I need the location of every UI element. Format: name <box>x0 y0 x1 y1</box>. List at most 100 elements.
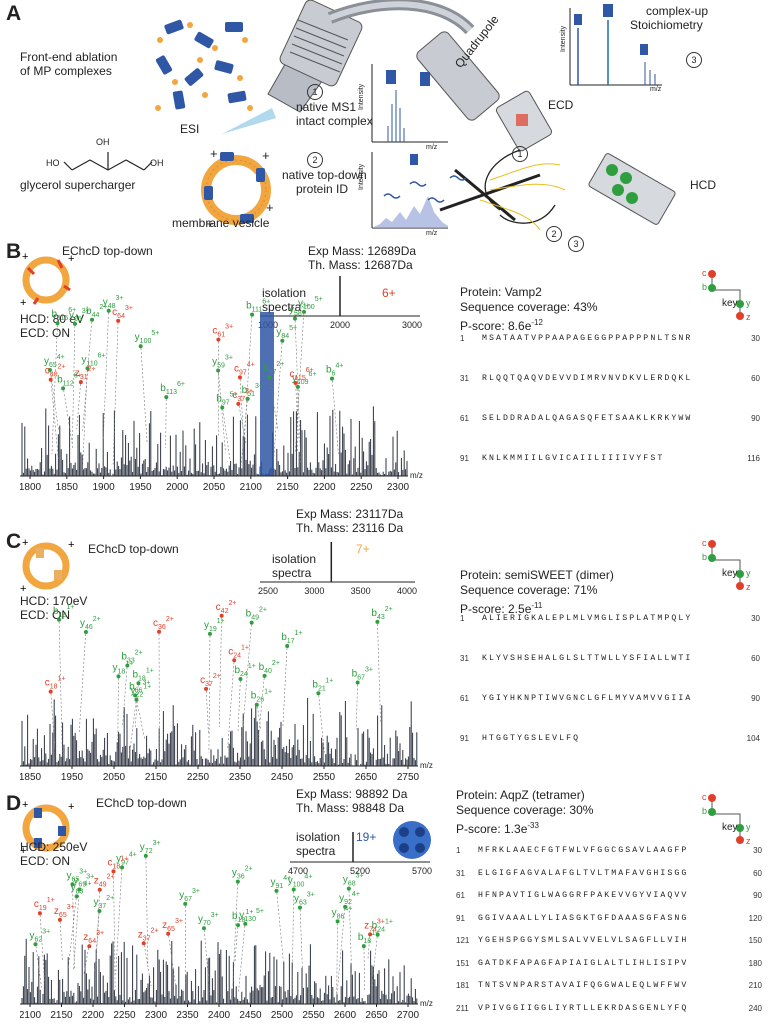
fragment-marker <box>164 395 169 400</box>
key-b-marker <box>708 808 716 816</box>
fragment-leader <box>35 942 42 988</box>
panel-d-charge: 19+ <box>356 830 377 844</box>
fragment-label: y362+ <box>232 866 253 881</box>
panel-c-pscore: P-score: 2.5e-11 <box>460 601 543 616</box>
panel-b-isolation-1: isolation <box>262 286 307 300</box>
fragment-label: c422+ <box>216 600 237 615</box>
fragment-marker <box>33 942 38 947</box>
fragment-marker <box>238 677 243 682</box>
fragment-label: y673+ <box>179 888 200 903</box>
sequence-residues: SELDDRADALQAGASQFETSAAKLKRKYWW <box>482 414 693 423</box>
path-number-1: 1 <box>512 146 528 162</box>
fragment-marker <box>157 629 162 634</box>
sequence-end: 90 <box>753 891 762 900</box>
fragment-label: z643+ <box>83 930 104 945</box>
fragment-marker <box>346 886 351 891</box>
panel-a-illustration: + + + + <box>63 0 676 231</box>
key-letter: c <box>702 268 707 278</box>
fragment-label: c241+ <box>228 644 249 659</box>
panel-c-hcd: HCD: 170eV <box>20 594 88 608</box>
sequence-start: 31 <box>460 654 469 663</box>
panel-d-coverage: Sequence coverage: 30% <box>456 803 594 817</box>
fragment-label: b402+ <box>259 660 280 675</box>
path-number-3: 3 <box>568 236 584 252</box>
panel-d-method: EChcD top-down <box>96 796 187 810</box>
fragment-label: y1005+ <box>298 296 323 311</box>
fragment-leader <box>62 386 73 444</box>
fragment-leader <box>82 317 93 432</box>
panel-c-isolation-1: isolation <box>272 552 317 566</box>
path-number-2: 2 <box>546 226 562 242</box>
topdown-text-1: native top-down <box>282 168 367 182</box>
fragment-label: b673+ <box>352 667 373 682</box>
fragment-leader <box>268 375 279 431</box>
sequence-residues: YGIYHKNPTIWVGNCLGFLMYVAMVVGIIA <box>482 694 693 703</box>
fragment-leader <box>83 944 90 975</box>
oh-label-2: OH <box>150 158 164 168</box>
fragment-marker <box>120 865 125 870</box>
mz-axis-label: m/z <box>410 471 423 480</box>
fragment-marker <box>355 680 360 685</box>
ion-source-icon <box>267 0 363 113</box>
fragment-leader <box>94 909 100 973</box>
fragment-marker <box>285 644 290 649</box>
fragment-label: z312+ <box>75 366 96 381</box>
fragment-leader <box>299 905 303 974</box>
esi-label: ESI <box>180 122 200 136</box>
sequence-residues: ALIERIGKALEPLMLVMGLISPLATMPQLY <box>482 614 693 623</box>
hcd-cell-icon <box>588 153 676 225</box>
x-tick-label: 2600 <box>334 1010 357 1021</box>
svg-text:+: + <box>206 216 214 231</box>
fragment-leader <box>336 919 338 995</box>
key-letter: z <box>746 582 751 592</box>
fragment-marker <box>77 887 82 892</box>
topdown-mz-label: m/z <box>426 230 438 237</box>
iso-tick-label: 2500 <box>258 586 278 596</box>
x-tick-label: 1950 <box>129 482 152 493</box>
fragment-marker <box>134 697 139 702</box>
ecd-cell-icon <box>496 90 552 152</box>
membrane-protein-complexes-icon <box>155 19 253 111</box>
fragment-marker <box>70 882 75 887</box>
x-tick-label: 2050 <box>203 482 226 493</box>
x-tick-label: 1950 <box>61 772 84 783</box>
fragment-marker <box>302 309 307 314</box>
sequence-residues: HFNPAVTIGLWAGGRFPAKEVVGYVIAQVV <box>478 891 689 900</box>
x-tick-label: 2150 <box>145 772 168 783</box>
fragment-marker <box>291 887 296 892</box>
fragment-marker <box>207 631 212 636</box>
panel-b-protein: Protein: Vamp2 <box>460 285 542 299</box>
fragment-marker <box>329 376 334 381</box>
x-tick-label: 2250 <box>113 1010 136 1021</box>
fragment-marker <box>375 619 380 624</box>
panel-c-isolation-2: spectra <box>272 566 312 580</box>
sequence-start: 181 <box>456 981 470 990</box>
fragment-marker <box>361 944 366 949</box>
x-tick-label: 2050 <box>103 772 126 783</box>
esi-spray-icon <box>222 108 276 134</box>
svg-text:+: + <box>68 539 74 551</box>
fragment-marker <box>335 919 340 924</box>
fragment-label: c974+ <box>234 361 255 376</box>
svg-text:+: + <box>266 200 274 215</box>
fragment-marker <box>106 308 111 313</box>
fragment-leader <box>218 613 222 728</box>
panel-c-th-mass: Th. Mass: 23116 Da <box>296 521 404 535</box>
x-tick-label: 2350 <box>176 1010 199 1021</box>
panel-b-pscore: P-score: 8.6e-12 <box>460 318 543 333</box>
key-label: key <box>722 822 738 833</box>
x-tick-label: 2550 <box>302 1010 325 1021</box>
fragment-marker <box>267 375 272 380</box>
fragment-marker <box>293 380 298 385</box>
key-z-marker <box>736 312 744 320</box>
sequence-start: 91 <box>456 913 465 923</box>
fragment-leader <box>50 689 56 756</box>
fragment-leader <box>113 869 116 991</box>
sequence-residues: HTGGTYGSLEVLFQ <box>482 734 581 743</box>
panel-c-method: EChcD top-down <box>88 542 179 556</box>
